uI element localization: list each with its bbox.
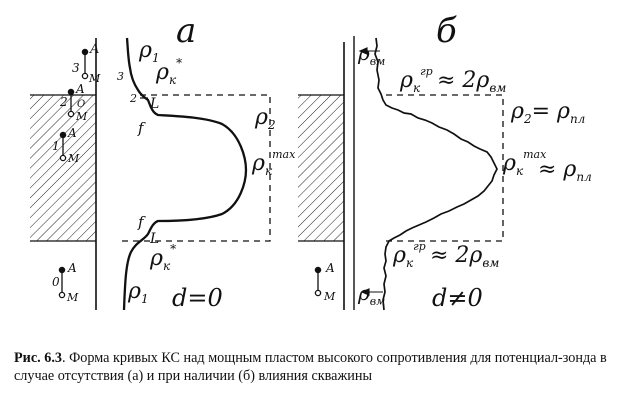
a-rhok-bot: ρк* [149,242,176,273]
probe-2-A: A [75,82,85,96]
a-rho1-top: ρ1 [138,38,160,65]
kc-curve-a [122,37,248,311]
probe-0-A: A [67,261,77,275]
probe-2-num: 2 [59,95,68,109]
a-rho1-bot: ρ1 [127,279,149,306]
b-rho-vm-top: ρвм [357,41,385,68]
probe-b-M: M [323,290,336,303]
hatched-bed-a [30,95,96,241]
a-rhok-top: ρк* [155,56,182,87]
caption-text: . Форма кривых КС над мощным пластом выс… [14,350,607,384]
probe-1 [59,131,67,162]
probe-3-M: M [88,72,101,85]
dashed-boundary-b [383,94,504,242]
probe-2-M: M [75,110,88,123]
dashed-boundary-a [122,94,271,242]
probe-3-A: A [89,42,99,57]
probe-1-M: M [67,152,80,165]
probe-2 [67,88,75,118]
probe-0-M: M [66,291,79,304]
figure-caption: Рис. 6.3. Форма кривых КС над мощным пла… [14,349,614,385]
probe-b [314,266,322,297]
probe-1-A: A [67,126,77,140]
panel-b: A M б ρвм ρкгр ≈ 2ρвм ρ2= ρпл ρкmax ≈ ρп… [298,11,592,312]
probe-0-num: 0 [52,275,60,289]
a-mark-f-bot: f [137,213,146,231]
a-rhok-max: ρкmax [251,148,296,178]
arrow-top-b [358,47,380,55]
arrow-bot-b [360,288,383,296]
b-rho2-eq: ρ2= ρпл [510,99,585,126]
probe-3-num: 3 [72,61,80,75]
probe-3 [81,48,89,80]
a-mark-3: 3 [117,70,124,83]
kc-curve-b [374,37,498,311]
probe-2-O: O [77,99,85,110]
panel-a: A 3 M A 2 O M A 1 M A 0 M а ρ1 ρк* 3 2 L… [30,11,296,312]
b-rhok-gr-top: ρкгр [399,65,433,95]
probe-0 [58,266,66,299]
panel-a-letter: а [176,11,196,51]
b-rhok-max: ρкmax [502,148,547,178]
panel-b-letter: б [436,11,457,51]
a-mark-L-bot: L [149,231,159,247]
a-mark-2: 2 [129,92,137,105]
probe-b-A: A [325,261,335,275]
b-rhok-gr-bot: ρкгр [392,240,426,270]
figure-diagram: A 3 M A 2 O M A 1 M A 0 M а ρ1 ρк* 3 2 L… [30,11,592,312]
hatched-bed-b [298,95,344,241]
b-rho-vm-bot: ρвм [357,281,385,308]
b-approx-mid: ≈ ρпл [538,157,592,184]
a-mark-L-top: L [149,96,159,112]
a-condition: d=0 [172,284,223,312]
b-approx-top: ≈ 2ρвм [437,68,506,95]
b-condition: d≠0 [432,284,483,312]
b-approx-bot: ≈ 2ρвм [430,243,499,270]
probe-1-num: 1 [52,139,60,153]
a-mark-f-top: f [137,119,146,137]
a-rho2: ρ2 [254,105,276,132]
caption-label: Рис. 6.3 [14,350,62,366]
